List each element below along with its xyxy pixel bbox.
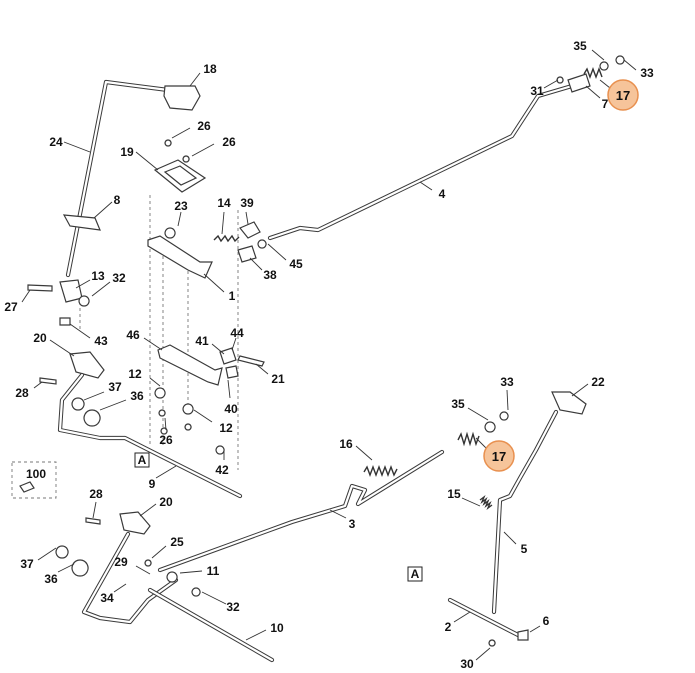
callout-3[interactable]: 3 [349,517,356,531]
callout-41[interactable]: 41 [195,334,209,348]
callout-17-lower-text: 17 [492,449,506,464]
callout-2[interactable]: 2 [445,620,452,634]
ref-mark-A-upper: A [134,452,150,468]
part-100-box [11,461,57,499]
callout-45[interactable]: 45 [289,257,303,271]
ref-mark-A-upper-text: A [138,453,147,467]
callout-39[interactable]: 39 [240,196,254,210]
callout-100[interactable]: 100 [26,467,46,481]
lever-assembly [27,79,201,326]
callout-37-b[interactable]: 37 [20,557,34,571]
callout-36-b[interactable]: 36 [44,572,58,586]
upper-small-parts [213,221,267,263]
callout-18[interactable]: 18 [203,62,217,76]
callout-27[interactable]: 27 [4,300,18,314]
ref-mark-A-lower: A [407,566,423,582]
callout-13[interactable]: 13 [91,269,105,283]
callout-14[interactable]: 14 [217,196,231,210]
callout-24[interactable]: 24 [49,135,63,149]
callout-4[interactable]: 4 [439,187,446,201]
highlight-17-lower[interactable]: 17 [475,437,515,472]
callout-26-b[interactable]: 26 [222,135,236,149]
callout-23[interactable]: 23 [174,199,188,213]
callouts: 18 24 26 26 19 8 23 14 39 45 38 1 13 32 … [4,39,654,671]
callout-15[interactable]: 15 [447,487,461,501]
callout-12-b[interactable]: 12 [219,421,233,435]
callout-1[interactable]: 1 [229,289,236,303]
plate-and-bracket [147,139,213,279]
rod-5-assembly [447,391,587,647]
callout-11[interactable]: 11 [207,564,220,578]
callout-33-b[interactable]: 33 [500,375,514,389]
callout-32-a[interactable]: 32 [112,271,126,285]
rod-4 [267,55,625,241]
callout-37-a[interactable]: 37 [108,380,122,394]
callout-5[interactable]: 5 [521,542,528,556]
callout-8[interactable]: 8 [114,193,121,207]
callout-9[interactable]: 9 [149,477,156,491]
callout-35-a[interactable]: 35 [573,39,587,53]
callout-10[interactable]: 10 [270,621,284,635]
callout-17-upper-text: 17 [616,88,630,103]
callout-42[interactable]: 42 [215,463,229,477]
callout-38[interactable]: 38 [263,268,277,282]
callout-16[interactable]: 16 [339,437,353,451]
callout-26-a[interactable]: 26 [197,119,211,133]
callout-20-b[interactable]: 20 [159,495,173,509]
callout-28-b[interactable]: 28 [89,487,103,501]
callout-20-a[interactable]: 20 [33,331,47,345]
callout-25[interactable]: 25 [170,535,184,549]
callout-29[interactable]: 29 [114,555,128,569]
callout-34[interactable]: 34 [100,591,114,605]
callout-26-c[interactable]: 26 [159,433,173,447]
callout-31[interactable]: 31 [530,84,544,98]
rod-3 [157,411,509,573]
callout-36-a[interactable]: 36 [130,389,144,403]
callout-19[interactable]: 19 [120,145,134,159]
callout-32-b[interactable]: 32 [226,600,240,614]
callout-35-b[interactable]: 35 [451,397,465,411]
middle-bracket [154,344,265,455]
upper-pedal-assembly [39,351,243,499]
callout-30[interactable]: 30 [460,657,474,671]
lower-pedal-assembly [55,511,275,663]
callout-22[interactable]: 22 [591,375,605,389]
callout-44[interactable]: 44 [230,326,244,340]
callout-7[interactable]: 7 [602,97,609,111]
callout-46[interactable]: 46 [126,328,140,342]
callout-6[interactable]: 6 [543,614,550,628]
ref-mark-A-lower-text: A [411,567,420,581]
highlight-17-upper[interactable]: 17 [599,79,639,111]
callout-12-a[interactable]: 12 [128,367,142,381]
callout-43[interactable]: 43 [94,334,108,348]
callout-33-a[interactable]: 33 [640,66,654,80]
callout-28-a[interactable]: 28 [15,386,29,400]
callout-40[interactable]: 40 [224,402,238,416]
callout-21[interactable]: 21 [271,372,285,386]
